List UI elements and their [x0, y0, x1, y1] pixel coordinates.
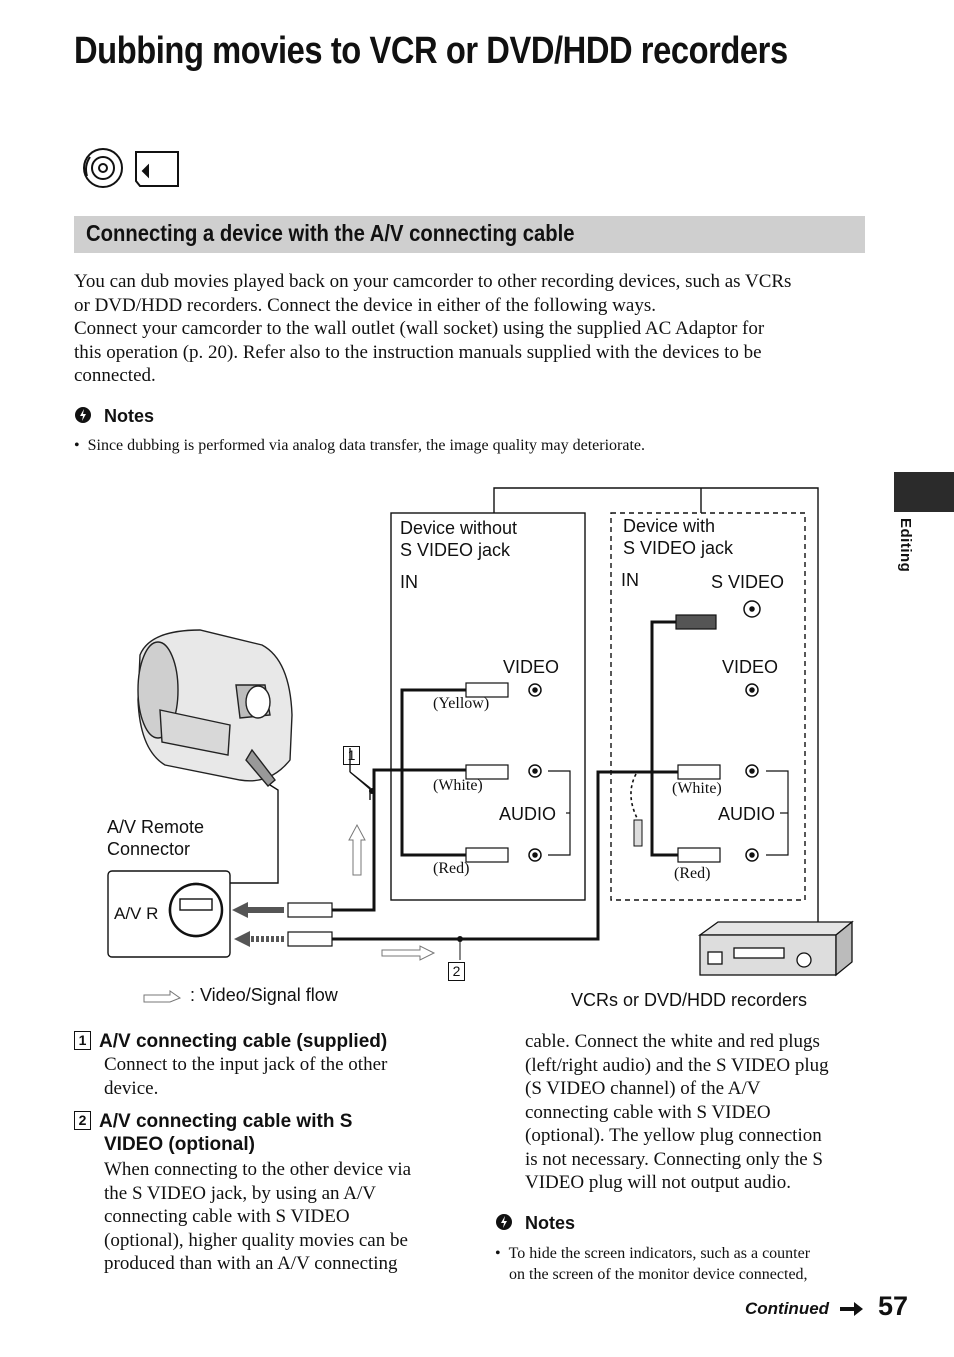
av-r-label: A/V R [114, 904, 159, 923]
av-r-connector [107, 870, 231, 958]
notes2-bullet: • To hide the screen indicators, such as… [495, 1245, 811, 1283]
section-title: Connecting a device with the A/V connect… [86, 220, 575, 246]
box1-yellow-label: (Yellow) [433, 695, 490, 712]
intro-line: or DVD/HDD recorders. Connect the device… [74, 294, 656, 316]
box2-audio-label: AUDIO [718, 804, 776, 824]
plugs-box2 [675, 614, 721, 863]
box2-white-label: (White) [672, 780, 722, 797]
box1-audio-label: AUDIO [499, 804, 557, 824]
box1-video-label: VIDEO [503, 657, 560, 677]
box2-in-label: IN [621, 570, 639, 590]
notes-icon [496, 1214, 512, 1230]
intro-line: connected. [74, 365, 156, 386]
intro-line: this operation (p. 20). Refer also to th… [74, 341, 762, 363]
connection-diagram [107, 487, 854, 1003]
callout-2: 2 [448, 962, 465, 981]
side-tab-marker [894, 472, 954, 512]
page-number: 57 [878, 1291, 909, 1321]
flow-legend: : Video/Signal flow [190, 985, 338, 1005]
callout-1: 1 [343, 746, 360, 765]
intro-paragraph: You can dub movies played back on your c… [74, 270, 874, 388]
intro-line: Connect your camcorder to the wall outle… [74, 318, 765, 339]
box1-red-label: (Red) [433, 860, 470, 877]
box2-video-label: VIDEO [722, 657, 779, 677]
box2-svideo-label: S VIDEO [711, 572, 785, 592]
box1-in-label: IN [400, 572, 418, 592]
disc-icon [83, 148, 123, 188]
intro-line: You can dub movies played back on your c… [74, 271, 792, 292]
section-header-bar [74, 216, 865, 253]
vcr-illustration [697, 920, 854, 977]
vcr-label: VCRs or DVD/HDD recorders [571, 990, 808, 1010]
item-2-continued: cable. Connect the white and red plugs (… [525, 1031, 829, 1193]
notes-heading: Notes [74, 406, 154, 427]
box1-white-label: (White) [433, 777, 483, 794]
side-tab-label: Editing [897, 518, 914, 573]
continued-label: Continued [745, 1299, 830, 1318]
media-icons [83, 148, 179, 188]
memory-card-icon [135, 151, 179, 187]
camcorder-illustration [137, 629, 293, 787]
rca-plugs-box1 [465, 682, 509, 863]
box1-title: Device without S VIDEO jack [400, 518, 518, 560]
arrow-right-icon [840, 1302, 863, 1316]
box2-red-label: (Red) [674, 865, 711, 882]
av-remote-connector-label: A/V Remote Connector [107, 817, 205, 859]
box2-title: Device with S VIDEO jack [623, 516, 734, 558]
page-title: Dubbing movies to VCR or DVD/HDD recorde… [74, 30, 788, 72]
notes-bullet: • Since dubbing is performed via analog … [74, 437, 645, 454]
notes2-heading: Notes [495, 1213, 575, 1234]
notes-icon [75, 407, 91, 423]
